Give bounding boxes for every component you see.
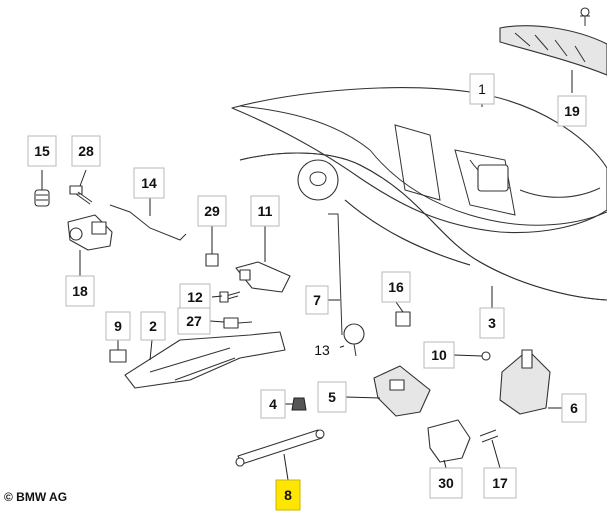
callout-28[interactable]: 28 (71, 135, 101, 167)
callout-6-label: 6 (570, 400, 578, 416)
callout-29[interactable]: 29 (197, 195, 227, 227)
callout-9[interactable]: 9 (105, 311, 131, 341)
rod-7-drawing (328, 213, 343, 336)
grommet-16-drawing (395, 311, 411, 327)
callout-4-label: 4 (269, 396, 277, 412)
callout-13-label: 13 (314, 342, 330, 358)
callout-2[interactable]: 2 (140, 311, 166, 341)
callout-9-label: 9 (114, 318, 122, 334)
callout-8[interactable]: 8 (275, 479, 301, 511)
leader-lines (41, 70, 573, 481)
callout-29-label: 29 (204, 203, 220, 219)
callout-12[interactable]: 12 (179, 283, 211, 311)
callout-16-label: 16 (388, 279, 404, 295)
callout-3[interactable]: 3 (479, 307, 505, 339)
callout-10[interactable]: 10 (423, 341, 455, 369)
nut-4-drawing (291, 397, 307, 411)
callout-14[interactable]: 14 (133, 167, 165, 199)
striker-drawing (479, 349, 551, 443)
trunk-lid-drawing (231, 87, 607, 234)
callout-7-label: 7 (313, 292, 321, 308)
copyright-text: © BMW AG (4, 490, 68, 504)
callout-6[interactable]: 6 (561, 393, 587, 423)
callout-12-label: 12 (187, 289, 203, 305)
callout-5[interactable]: 5 (317, 381, 347, 413)
trunk-handle-strip-drawing (499, 7, 607, 76)
lock-cylinder-drawing (343, 323, 431, 417)
callout-27[interactable]: 27 (177, 307, 211, 335)
cover-30-drawing (427, 419, 471, 463)
callout-1-label: 1 (478, 81, 486, 97)
callout-2-label: 2 (149, 318, 157, 334)
callout-13[interactable]: 13 (306, 338, 340, 362)
callout-18-label: 18 (72, 283, 88, 299)
callout-27-label: 27 (186, 313, 202, 329)
callout-15[interactable]: 15 (27, 135, 57, 167)
weather-seal-drawing (239, 152, 607, 301)
callout-11[interactable]: 11 (250, 195, 280, 227)
callout-14-label: 14 (141, 175, 157, 191)
callout-15-label: 15 (34, 143, 50, 159)
left-hardware-drawing (34, 185, 187, 251)
actuator-drawing (205, 253, 291, 303)
callout-17-label: 17 (492, 475, 508, 491)
callout-30[interactable]: 30 (429, 467, 463, 499)
callout-10-label: 10 (431, 347, 447, 363)
callout-19[interactable]: 19 (557, 95, 587, 127)
callout-19-label: 19 (564, 103, 580, 119)
callout-17[interactable]: 17 (483, 467, 517, 499)
callout-1[interactable]: 1 (469, 73, 495, 105)
callout-5-label: 5 (328, 389, 336, 405)
callout-3-label: 3 (488, 315, 496, 331)
callout-30-label: 30 (438, 475, 454, 491)
callout-8-label: 8 (284, 487, 292, 503)
callout-7[interactable]: 7 (305, 285, 329, 315)
gas-strut-drawing (235, 429, 325, 467)
callout-16[interactable]: 16 (381, 271, 411, 303)
callout-28-label: 28 (78, 143, 94, 159)
callout-4[interactable]: 4 (260, 389, 286, 419)
callout-11-label: 11 (258, 203, 273, 219)
callout-18[interactable]: 18 (65, 275, 95, 307)
